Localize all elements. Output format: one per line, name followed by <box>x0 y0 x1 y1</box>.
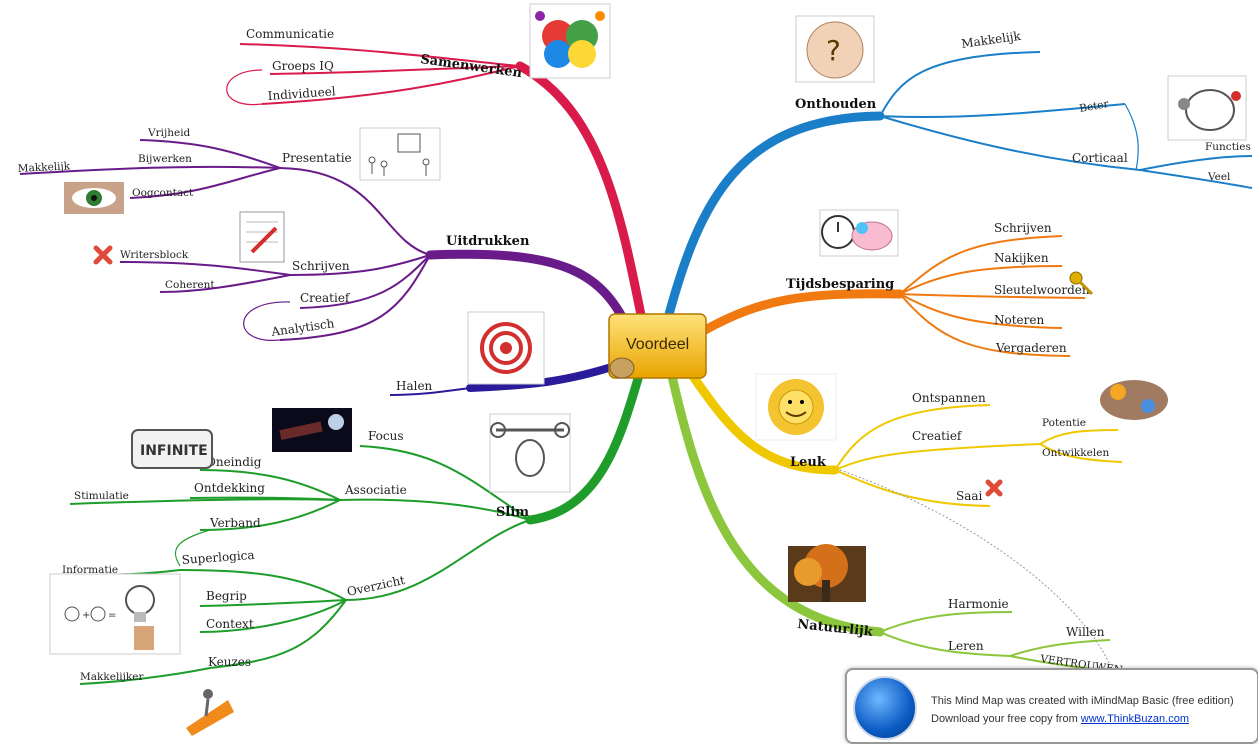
label-stimulatie[interactable]: Stimulatie <box>74 490 129 502</box>
label-bijwerken[interactable]: Bijwerken <box>138 153 192 165</box>
label-ontspannen[interactable]: Ontspannen <box>912 391 986 405</box>
label-writersblock[interactable]: Writersblock <box>120 249 189 261</box>
main-labels: Samenwerken Uitdrukken Doel Slim Onthoud… <box>419 52 894 640</box>
label-oneindig[interactable]: Oneindig <box>206 455 262 469</box>
label-noteren[interactable]: Noteren <box>994 313 1044 327</box>
label-superlogica[interactable]: Superlogica <box>181 548 255 567</box>
label-slim[interactable]: Slim <box>496 505 529 520</box>
tree-photo-icon <box>788 544 866 602</box>
branch-tijdsbesparing <box>700 289 905 335</box>
label-nakijken[interactable]: Nakijken <box>994 251 1049 265</box>
branch-doel <box>466 362 619 392</box>
svg-text:=: = <box>108 610 116 621</box>
puzzle-people-icon <box>529 3 611 79</box>
infinite-logo-icon: INFINITE <box>131 429 213 469</box>
branch-leuk <box>685 367 840 475</box>
branch-samenwerken <box>515 61 647 325</box>
imindmap-banner: This Mind Map was created with iMindMap … <box>845 668 1258 744</box>
sub-branches <box>19 43 1253 685</box>
label-natuurlijk[interactable]: Natuurlijk <box>797 617 875 640</box>
label-communicatie[interactable]: Communicatie <box>246 27 334 41</box>
label-halen[interactable]: Halen <box>396 379 433 393</box>
label-beter[interactable]: Beter <box>1078 98 1110 115</box>
bulb-equation-icon: + = <box>49 573 181 655</box>
label-overzicht[interactable]: Overzicht <box>346 573 407 599</box>
cross-icon <box>93 245 113 265</box>
key-icon <box>1069 271 1094 296</box>
thinkbuzan-link[interactable]: www.ThinkBuzan.com <box>1080 713 1190 725</box>
flashlight-icon <box>272 408 352 452</box>
brain-question-icon: ? <box>795 15 875 83</box>
label-veel[interactable]: Veel <box>1207 171 1231 183</box>
label-makkelijk-l[interactable]: Makkelijk <box>18 160 71 175</box>
label-coherent[interactable]: Coherent <box>165 279 215 291</box>
branch-natuurlijk <box>667 371 885 637</box>
label-keuzes[interactable]: Keuzes <box>208 655 251 669</box>
brain-gears-icon <box>1167 75 1247 141</box>
label-potentie[interactable]: Potentie <box>1042 417 1086 429</box>
label-corticaal[interactable]: Corticaal <box>1072 151 1128 165</box>
label-informatie[interactable]: Informatie <box>62 564 118 576</box>
label-saai[interactable]: Saai <box>956 489 983 503</box>
label-begrip[interactable]: Begrip <box>206 589 247 603</box>
label-creatief-r[interactable]: Creatief <box>912 429 963 443</box>
center-label: Voordeel <box>626 336 689 353</box>
label-makkelijk-r[interactable]: Makkelijk <box>960 29 1022 51</box>
images: ? <box>49 3 1247 736</box>
notepad-pencil-icon <box>239 211 285 263</box>
label-schrijven-l[interactable]: Schrijven <box>292 259 350 273</box>
eye-photo-icon <box>64 182 124 214</box>
label-focus[interactable]: Focus <box>368 429 404 443</box>
label-tijdsbesparing[interactable]: Tijdsbesparing <box>786 277 894 292</box>
main-branches <box>425 61 905 637</box>
branch-uitdrukken <box>425 249 633 333</box>
target-arrows-icon <box>467 311 545 385</box>
label-associatie[interactable]: Associatie <box>344 483 407 497</box>
label-onthouden[interactable]: Onthouden <box>795 97 877 112</box>
svg-text:INFINITE: INFINITE <box>140 443 208 459</box>
banner-line-2-prefix: Download your free copy from <box>931 713 1081 725</box>
strongman-icon <box>489 413 571 493</box>
label-harmonie[interactable]: Harmonie <box>948 597 1009 611</box>
center-node[interactable]: Voordeel <box>608 313 707 379</box>
label-creatief-l[interactable]: Creatief <box>300 291 351 305</box>
label-presentatie[interactable]: Presentatie <box>282 151 352 165</box>
label-vergaderen[interactable]: Vergaderen <box>995 341 1067 355</box>
banner-line-2: Download your free copy from www.ThinkBu… <box>931 713 1189 725</box>
label-groeps-iq[interactable]: Groeps IQ <box>272 59 334 73</box>
svg-text:?: ? <box>826 34 841 67</box>
label-ontdekking[interactable]: Ontdekking <box>194 481 265 495</box>
label-sleutelwoorden[interactable]: Sleutelwoorden <box>994 283 1090 297</box>
label-verband[interactable]: Verband <box>209 516 261 530</box>
splash-art-icon <box>1096 376 1174 426</box>
label-uitdrukken[interactable]: Uitdrukken <box>446 234 530 249</box>
climber-icon <box>180 684 236 736</box>
label-ontwikkelen[interactable]: Ontwikkelen <box>1042 447 1109 459</box>
flower-smiley-icon <box>755 373 837 441</box>
label-makkelijker[interactable]: Makkelijker <box>80 671 144 683</box>
label-schrijven-r[interactable]: Schrijven <box>994 221 1052 235</box>
branch-slim <box>525 367 645 525</box>
label-vrijheid[interactable]: Vrijheid <box>147 127 191 139</box>
label-leren[interactable]: Leren <box>948 639 984 653</box>
imindmap-logo-icon <box>853 676 917 740</box>
cross-icon <box>985 479 1003 497</box>
svg-text:+: + <box>82 610 90 621</box>
branch-onthouden <box>663 111 885 323</box>
clock-piggybank-icon <box>819 209 899 257</box>
label-individueel[interactable]: Individueel <box>267 84 336 103</box>
label-oogcontact[interactable]: Oogcontact <box>132 187 194 199</box>
label-context[interactable]: Context <box>206 617 254 631</box>
banner-line-1: This Mind Map was created with iMindMap … <box>931 695 1234 707</box>
presentation-figures-icon <box>359 127 441 181</box>
label-willen[interactable]: Willen <box>1066 625 1105 639</box>
label-functies[interactable]: Functies <box>1205 141 1251 153</box>
label-leuk[interactable]: Leuk <box>790 455 827 470</box>
